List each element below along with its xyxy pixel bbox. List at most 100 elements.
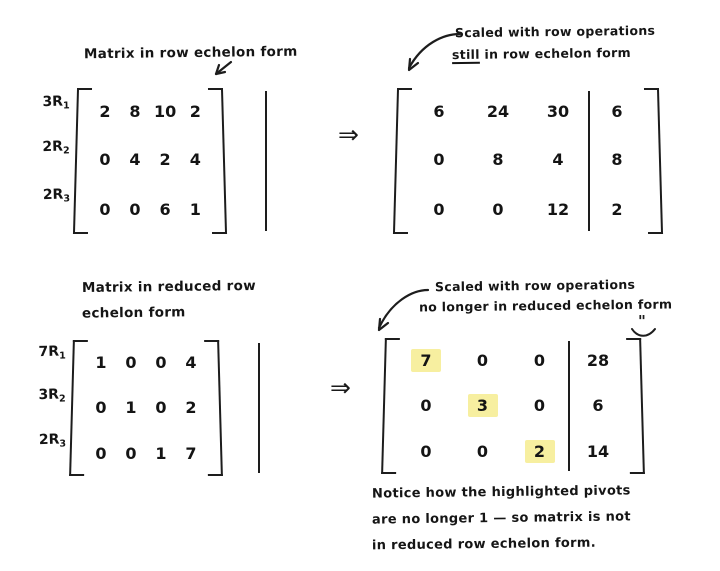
row-label-2-index: 2: [62, 145, 70, 157]
table-row: 0 3 0 6: [398, 382, 628, 428]
cell-r3c3: 6: [159, 199, 171, 219]
table-row: 1 0 0 4: [86, 340, 206, 384]
bottom-right-matrix: 7 0 0 28 0 3 0 6 0 0 2 14: [381, 338, 645, 474]
augment-divider: [588, 91, 590, 231]
bottom-caption-line3: in reduced row echelon form.: [371, 535, 596, 554]
cell-r1-aug: 2: [189, 101, 201, 121]
cell-r1c2: 0: [125, 352, 137, 372]
top-right-matrix-table: 6 24 30 6 0 8 4 8 0 0 12 2: [410, 88, 646, 234]
row-label-1: 3R1: [21, 93, 70, 139]
cell-r1c2: 8: [129, 101, 141, 121]
cell-r3c3: 12: [546, 199, 570, 219]
cell-r3-aug: 1: [189, 199, 201, 219]
cell-r3c1: 0: [433, 199, 445, 219]
row-label-2-coef: 3R: [38, 386, 60, 404]
row-label-1-coef: 7R: [38, 343, 60, 361]
bottom-right-note-line2: no longer in reduced echelon form: [418, 296, 673, 315]
row-label-1-index: 1: [58, 350, 66, 362]
cell-r1c3: 10: [154, 101, 177, 121]
augment-divider: [258, 343, 260, 473]
top-right-note-line2: still in row echelon form: [452, 43, 631, 64]
cell-r2c3: 0: [155, 397, 167, 417]
top-left-pointer-arrow-icon: [214, 60, 233, 76]
top-left-title: Matrix in row echelon form: [83, 43, 298, 63]
row-label-2: 2R2: [21, 138, 70, 187]
augment-divider: [568, 341, 570, 471]
bottom-right-matrix-group: 7 0 0 28 0 3 0 6 0 0 2 14: [381, 338, 645, 478]
cell-r1c3: 0: [155, 352, 167, 372]
table-row: 0 0 12 2: [410, 184, 646, 234]
top-left-matrix: 2 8 10 2 0 4 2 4 0 0 6 1: [72, 88, 267, 234]
cell-r3c3-pivot: 2: [524, 439, 555, 463]
cell-r1c1: 2: [99, 101, 111, 121]
cell-r1-aug: 28: [586, 350, 610, 370]
bottom-implies-arrow: ⇒: [330, 373, 351, 402]
stray-curve-mark-icon: [631, 328, 656, 337]
table-row: 0 1 0 2: [86, 384, 206, 430]
cell-r1c1: 6: [433, 101, 445, 121]
bracket-right: [204, 340, 223, 476]
cell-r3c1: 0: [99, 199, 111, 219]
cell-r2-aug: 8: [611, 149, 623, 169]
cell-r2c1: 0: [433, 149, 445, 169]
bracket-right: [626, 338, 645, 474]
top-left-matrix-table: 2 8 10 2 0 4 2 4 0 0 6 1: [90, 88, 210, 234]
bottom-caption-line2: are no longer 1 — so matrix is not: [371, 509, 631, 528]
row-label-1: 7R1: [19, 343, 66, 387]
cell-r3-aug: 2: [611, 199, 623, 219]
cell-r2c2: 1: [125, 397, 137, 417]
table-row: 0 0 1 7: [86, 430, 206, 476]
row-label-3-index: 3: [59, 438, 67, 450]
cell-r1c3: 30: [546, 101, 570, 121]
table-row: 0 0 2 14: [398, 428, 628, 474]
top-right-matrix-group: 6 24 30 6 0 8 4 8 0 0 12 2: [392, 88, 664, 238]
cell-r1c1-pivot: 7: [411, 348, 441, 372]
row-label-1-coef: 3R: [42, 93, 64, 111]
table-row: 0 0 6 1: [90, 184, 210, 234]
top-implies-arrow: ⇒: [338, 120, 359, 149]
cell-r2c3: 4: [552, 149, 564, 169]
cell-r3c1: 0: [95, 443, 107, 463]
row-label-3-index: 3: [63, 193, 71, 205]
bottom-left-row-labels: 7R1 3R2 2R3: [19, 343, 67, 450]
cell-r1-aug: 4: [185, 352, 197, 372]
cell-r3-aug: 14: [586, 441, 610, 461]
row-label-3: 2R3: [22, 186, 71, 205]
cell-r1c1: 1: [95, 352, 107, 372]
row-label-1-index: 1: [62, 100, 70, 112]
bottom-left-matrix: 1 0 0 4 0 1 0 2 0 0 1 7: [69, 340, 260, 476]
cell-r3c1: 0: [420, 441, 432, 461]
cell-r2c2-pivot: 3: [467, 393, 498, 417]
top-right-note-line1: Scaled with row operations: [454, 22, 656, 41]
bottom-left-title-line2: echelon form: [81, 304, 186, 322]
cell-r3c2: 0: [492, 199, 504, 219]
table-row: 7 0 0 28: [398, 338, 628, 382]
row-label-3: 2R3: [20, 431, 67, 450]
cell-r3c2: 0: [476, 441, 489, 461]
cell-r2-aug: 2: [185, 397, 197, 417]
cell-r1-aug: 6: [611, 101, 623, 121]
bracket-right: [208, 88, 228, 234]
cell-r2c1: 0: [99, 149, 111, 169]
bottom-right-curved-arrow-icon: [377, 288, 430, 332]
stray-quote-mark: ": [638, 312, 646, 330]
row-label-2-coef: 2R: [42, 138, 64, 156]
top-left-row-labels: 3R1 2R2 2R3: [21, 93, 71, 205]
cell-r2c3: 2: [159, 149, 171, 169]
top-right-matrix: 6 24 30 6 0 8 4 8 0 0 12 2: [392, 88, 664, 234]
row-label-2: 3R2: [19, 386, 66, 432]
bottom-left-matrix-table: 1 0 0 4 0 1 0 2 0 0 1 7: [86, 340, 206, 476]
table-row: 0 8 4 8: [410, 134, 646, 184]
table-row: 6 24 30 6: [410, 88, 646, 134]
cell-r2c2: 4: [129, 149, 141, 169]
bracket-right: [643, 88, 664, 234]
cell-r3c3: 1: [155, 443, 167, 463]
bottom-right-matrix-table: 7 0 0 28 0 3 0 6 0 0 2 14: [398, 338, 628, 474]
cell-r1c3: 0: [533, 350, 546, 370]
row-label-3-coef: 2R: [42, 186, 64, 204]
cell-r2c2: 8: [492, 149, 504, 169]
cell-r3c2: 0: [129, 199, 141, 219]
top-right-curved-arrow-icon: [407, 32, 462, 72]
table-row: 2 8 10 2: [90, 88, 210, 134]
